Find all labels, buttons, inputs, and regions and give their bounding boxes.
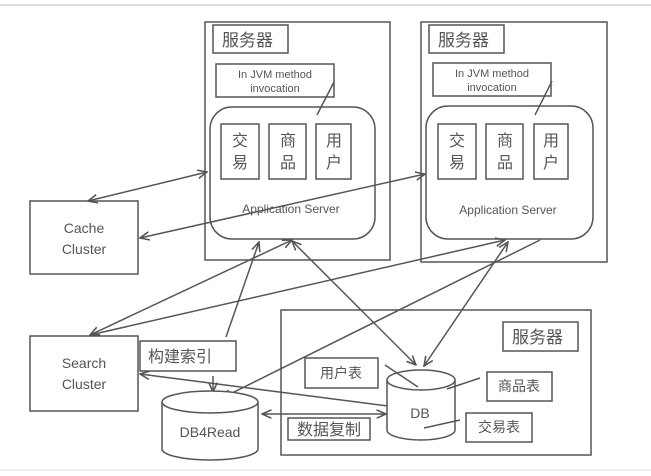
server-1-module-trade-char-2: 易 [232,153,248,172]
db4read-body [161,402,259,461]
server-2-module-trade [437,123,477,180]
cache-cluster: Cache Cluster [29,200,139,275]
server-1-module-user-char-1: 用 [326,131,342,150]
server-2-box [420,21,608,263]
arrow-index-to-server-1 [225,242,259,338]
db4read: DB4Read [161,390,259,461]
server-2-note-connector [534,80,553,116]
server-2-note-line-1: In JVM method [455,68,529,80]
server-1-module-trade-char-1: 交 [232,131,248,150]
cache-cluster-box [29,200,139,275]
server-2-module-user [533,123,569,180]
server-2-note-line-2: invocation [467,82,517,94]
server-2: 服务器 In JVM method invocation 交 易 商 品 用 户… [420,21,608,263]
cache-cluster-label-2: Cluster [62,241,107,257]
build-index: 构建索引 [139,340,237,372]
arrow-cache-to-server-1 [88,172,207,201]
trade-table-box [465,412,533,443]
db-tables: 用户表 商品表 交易表 [304,357,553,443]
trade-table-label: 交易表 [478,419,520,436]
db4read-label: DB4Read [180,424,241,440]
db-top [386,369,456,391]
replication: 数据复制 [287,417,371,441]
product-table-box [486,371,553,402]
server-1-note-line-2: invocation [250,83,300,95]
server-2-note-box [432,62,552,97]
cache-cluster-label-1: Cache [64,220,105,236]
server-2-module-user-char-2: 户 [543,153,559,172]
server-1-note-connector [316,81,335,116]
server-2-module-user-char-1: 用 [543,131,559,150]
arrow-search-to-server-1 [90,240,292,335]
product-table-label: 商品表 [498,379,540,395]
trade-table-connector [423,419,461,429]
server-2-title-box [428,24,505,54]
db4read-top [161,390,259,414]
product-table-connector [446,377,481,390]
user-table-box [304,357,379,389]
server-2-module-trade-char-2: 易 [449,153,465,172]
server-2-module-trade-char-1: 交 [449,131,465,150]
search-cluster-label-2: Cluster [62,376,107,392]
replication-label: 数据复制 [297,420,361,439]
server-2-app-label: Application Server [459,203,556,217]
search-cluster-label-1: Search [62,355,106,371]
server-1-note-line-1: In JVM method [238,69,312,81]
server-1: 服务器 In JVM method invocation 交 易 商 品 用 户… [204,21,391,261]
db: DB [386,369,456,441]
server-1-note-box [215,63,335,98]
build-index-box [139,340,237,372]
search-cluster-box [29,335,139,412]
arrow-db-to-server-2 [424,242,508,366]
server-2-module-product-char-1: 商 [497,131,513,150]
search-cluster: Search Cluster [29,335,139,412]
replication-box [287,417,371,441]
arrow-db-to-server-1 [292,241,416,365]
user-table-label: 用户表 [320,365,362,382]
arrow-db-to-search [140,374,389,407]
server-1-title-box [212,24,289,54]
arrow-cache-to-server-2 [140,174,425,238]
server-1-module-product-char-1: 商 [280,131,296,150]
server-1-title: 服务器 [222,31,273,51]
server-2-module-product-char-2: 品 [497,153,513,172]
server-2-module-product [485,123,524,180]
server-2-title: 服务器 [438,31,489,51]
connections [88,172,541,414]
server-1-module-user-char-2: 户 [326,153,342,172]
db-server-title: 服务器 [512,328,563,348]
server-1-module-product-char-2: 品 [280,153,296,172]
build-index-label: 构建索引 [148,347,212,366]
arrow-server-2-to-db4read [222,239,541,398]
user-table-connector [384,364,419,388]
db-label: DB [410,405,429,421]
